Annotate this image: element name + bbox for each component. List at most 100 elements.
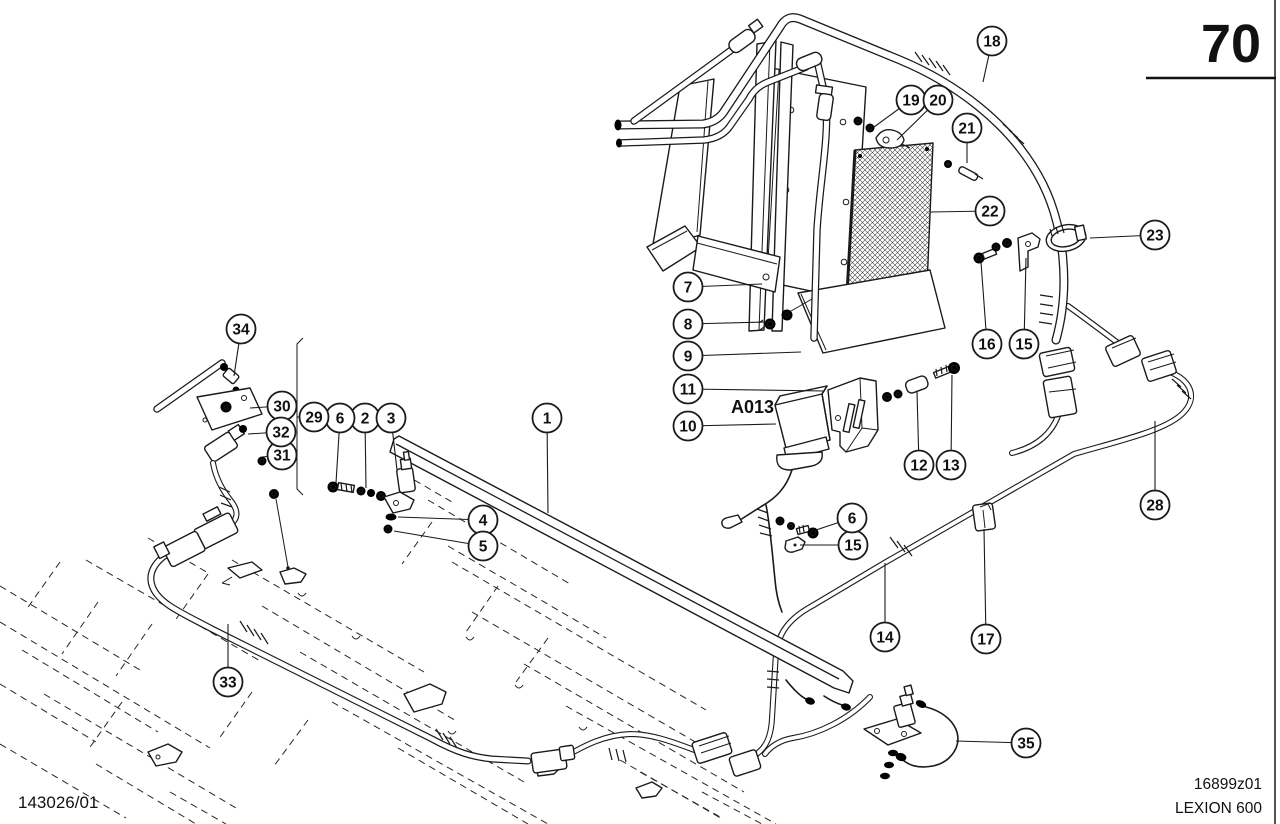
bolt-16 [973,252,985,264]
callout-number-9-8: 9 [684,349,693,366]
callout-number-7-6: 7 [684,280,693,297]
callout-circle-32-29 [265,416,297,448]
nut [775,516,785,526]
callout-circle-5-4 [467,530,499,562]
wiring-harness-lower [147,303,1195,780]
platform-hidden-lines [0,473,777,824]
ring-terminal [895,752,907,762]
connector [1038,346,1076,378]
callout-circle-23-24 [1139,219,1171,251]
callout-number-5-4: 5 [479,539,488,556]
mast-assembly [614,13,1088,354]
callout-circle-34-31 [225,313,257,345]
callout-circle-6-17 [836,502,868,534]
callout-circle-22-23 [974,195,1006,227]
washer [991,242,1001,252]
tube-end-cap [614,119,622,131]
callout-leader-17-18 [983,528,987,640]
callout-number-33-30: 33 [219,675,237,692]
callout-circle-17-18 [970,623,1002,655]
callout-circle-13-12 [935,449,967,481]
bolt-head-34 [220,363,228,371]
ground-wire-35 [902,706,959,768]
callout-number-13-12: 13 [942,458,960,475]
platform-bracket [403,683,447,713]
callout-number-6-5: 6 [336,411,345,428]
callout-circle-14-13 [869,621,901,653]
nut [239,425,247,433]
connector [1042,375,1078,419]
callout-number-1-0: 1 [543,411,552,428]
model-name: LEXION 600 [1175,800,1262,817]
callout-number-17-18: 17 [977,632,994,649]
callout-number-34-31: 34 [232,322,250,339]
callout-circle-21-22 [951,112,983,144]
sensor-bracket [383,491,415,514]
washer [880,772,890,780]
ring-terminal [915,700,927,708]
callout-number-19-20: 19 [902,93,920,110]
hose-sleeve [795,51,823,72]
washer [884,761,894,769]
callout-circle-11-10 [672,373,704,405]
callout-number-29-26: 29 [305,410,323,427]
callout-number-6-17: 6 [848,511,857,528]
callout-number-15-16: 15 [844,538,862,555]
washer-4 [385,513,397,521]
nut-5 [383,524,393,534]
callout-number-22-23: 22 [981,204,998,221]
callout-number-20-21: 20 [929,93,946,110]
callout-circle-8-7 [672,308,704,340]
callout-circle-10-9 [672,410,704,442]
nut [1002,238,1012,248]
callout-leader-1-0 [546,417,549,514]
ring-terminal [805,697,815,705]
bracket-15 [1017,232,1041,272]
harness-33-cable [147,544,532,765]
callout-leader-9-8 [687,351,802,357]
callout-leader-11-10 [687,388,825,392]
s-cable [762,694,873,757]
screw-8 [764,318,776,330]
callout-circle-35-32 [1010,727,1042,759]
relay-assembly: A013 [721,362,960,613]
callout-number-30-27: 30 [273,399,290,416]
platform-bracket [147,743,183,767]
sensor-rod [154,360,225,412]
callout-number-31-28: 31 [273,448,291,465]
callout-circle-9-8 [672,340,704,372]
connector-socket [728,749,762,777]
callout-number-16-15: 16 [978,337,996,354]
callout-number-3-2: 3 [387,411,396,428]
tube-end-cap [616,138,622,148]
doc-reference: 143026/01 [18,793,98,812]
washer-19 [865,123,875,133]
connector-latch [558,744,576,762]
callout-number-2-1: 2 [361,411,370,428]
callout-circle-33-30 [212,666,244,698]
callout-circle-15-14 [1008,328,1040,360]
platform-bracket [227,561,263,579]
callout-number-8-7: 8 [684,317,693,334]
spade-terminal [721,514,743,529]
callout-circle-18-19 [976,25,1008,57]
ring-terminal [841,703,851,711]
callout-circle-16-15 [971,328,1003,360]
nut [882,392,892,402]
bolt-head-6 [807,527,819,539]
page-furniture: 70 143026/01 16899z01 LEXION 600 [18,0,1276,824]
callout-circle-3-2 [375,402,407,434]
washer [781,309,793,321]
callout-number-32-29: 32 [272,425,289,442]
callout-number-18-19: 18 [983,34,1001,51]
callout-number-35-32: 35 [1017,736,1035,753]
figure-reference: 16899z01 [1194,776,1262,793]
washer [888,749,898,757]
component-label: A013 [731,397,774,417]
cable-clamp-20 [875,128,905,149]
connector-28 [1141,350,1177,382]
callout-circle-7-6 [672,271,704,303]
